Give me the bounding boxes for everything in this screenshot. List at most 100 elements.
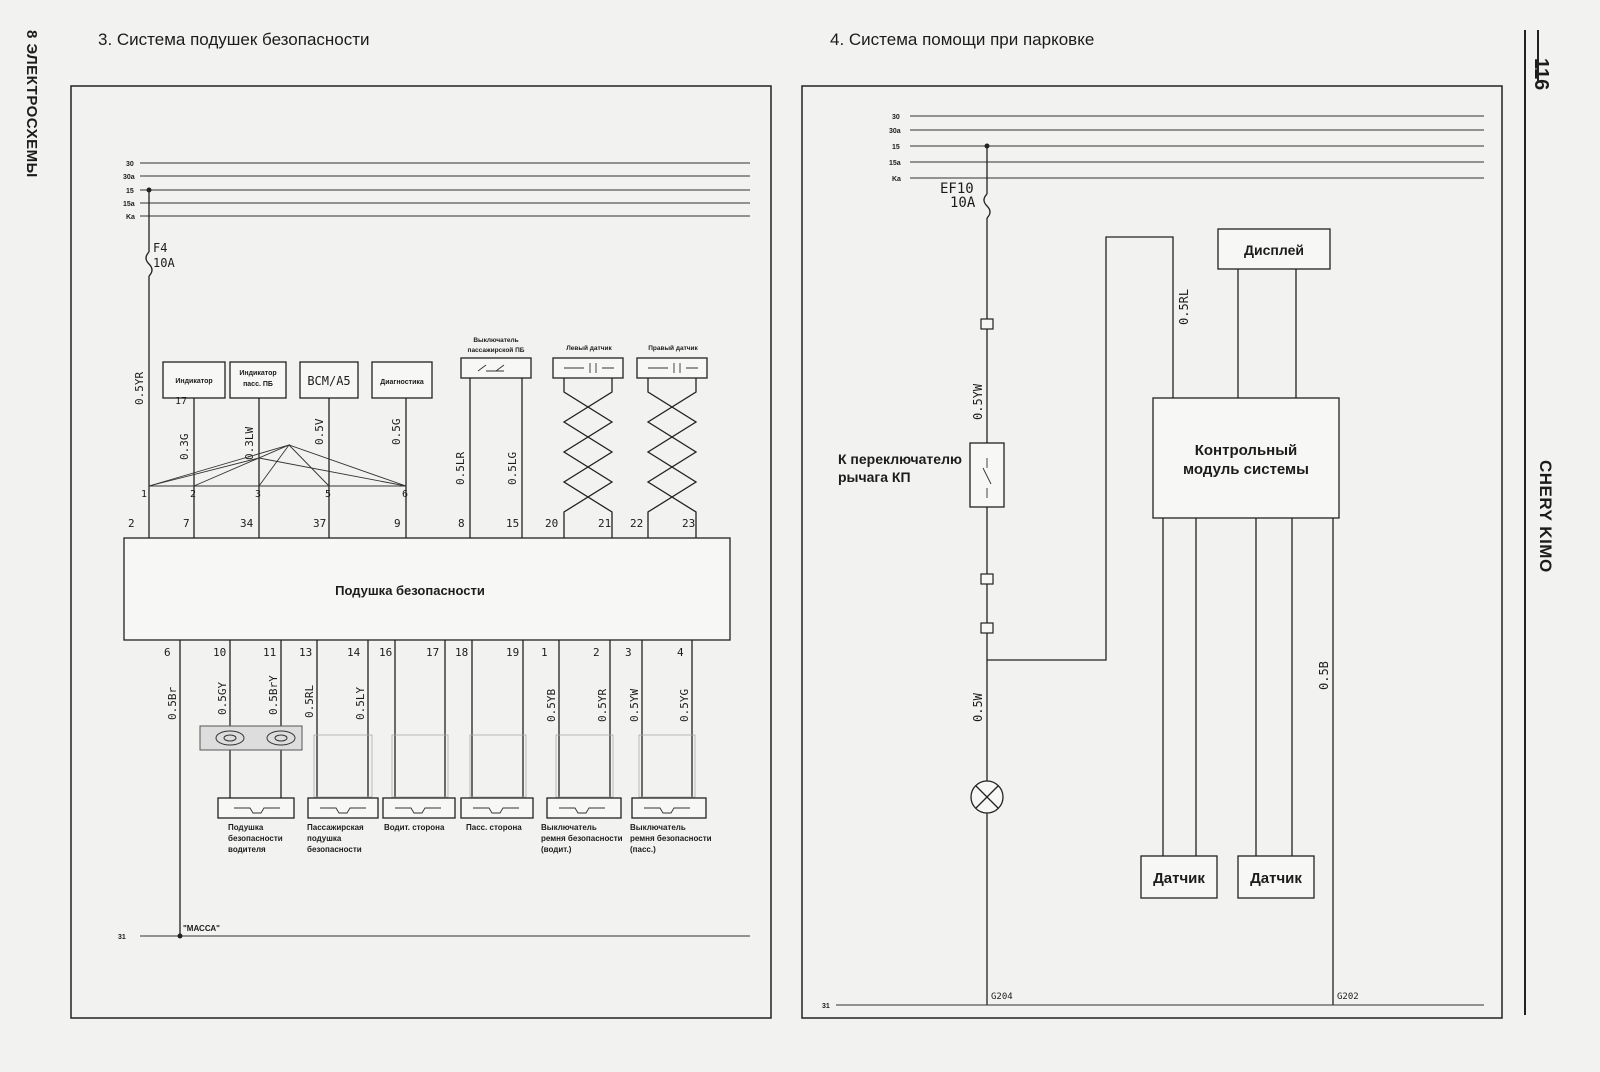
airbag-lower-wires: 0.5Br 0.5GY 0.5BrY 0.5RL 0.5LY 0.5YB 0.5…	[166, 640, 693, 936]
svg-text:пассажирской ПБ: пассажирской ПБ	[468, 346, 525, 354]
parking-ground-bus: 31 G204 G202	[822, 992, 1484, 1010]
svg-text:0.5YG: 0.5YG	[678, 689, 691, 722]
airbag-bus-label: 30	[126, 161, 134, 168]
svg-text:19: 19	[506, 646, 519, 659]
switch-label-line2: рычага КП	[838, 469, 911, 485]
right-sensor-box	[636, 357, 708, 379]
svg-text:20: 20	[545, 517, 558, 530]
clock-spring	[199, 725, 303, 751]
airbag-bus-label: Ka	[126, 214, 135, 221]
airbag-bus-label: 15a	[123, 201, 135, 208]
svg-text:0.5V: 0.5V	[313, 418, 326, 445]
feed-wire-label: 0.5YR	[133, 372, 146, 405]
svg-text:(водит.): (водит.)	[541, 845, 572, 854]
svg-text:G204: G204	[991, 992, 1013, 1002]
sensor-right-box	[1237, 855, 1315, 899]
svg-text:2: 2	[190, 489, 196, 500]
display-box	[1217, 228, 1331, 270]
wire-label-rl: 0.5RL	[1177, 289, 1191, 325]
airbag-fuse-f4: F4 10A	[145, 190, 175, 538]
parking-frame	[801, 85, 1503, 1019]
svg-text:0.5LR: 0.5LR	[454, 452, 467, 485]
bcm-box	[299, 361, 359, 399]
display-label: Дисплей	[1244, 242, 1304, 258]
svg-text:0.5RL: 0.5RL	[303, 685, 316, 718]
svg-text:9: 9	[394, 517, 401, 530]
svg-text:водителя: водителя	[228, 845, 266, 854]
svg-text:1: 1	[541, 646, 548, 659]
svg-text:4: 4	[677, 646, 684, 659]
svg-text:Пассажирская: Пассажирская	[307, 823, 364, 832]
svg-text:16: 16	[379, 646, 392, 659]
connector-icon	[980, 573, 994, 585]
svg-text:37: 37	[313, 517, 326, 530]
svg-text:3: 3	[255, 489, 261, 500]
parking-sensor-wires	[1162, 518, 1334, 1005]
fuse-rating: 10A	[153, 256, 175, 270]
wire-label-yw: 0.5YW	[971, 383, 985, 420]
svg-text:23: 23	[682, 517, 695, 530]
switch-label-line1: К переключателю	[838, 451, 962, 467]
svg-text:15a: 15a	[889, 160, 901, 167]
svg-text:31: 31	[118, 934, 126, 941]
pass-indicator-box	[229, 361, 287, 399]
svg-text:13: 13	[299, 646, 312, 659]
svg-text:1: 1	[141, 489, 147, 500]
svg-text:7: 7	[183, 517, 190, 530]
airbag-section-title: 3. Система подушек безопасности	[98, 30, 370, 49]
svg-text:17: 17	[426, 646, 439, 659]
airbag-upper-wires: 17 0.3G 0.3LW 0.5V 0.5G 0.5LR 0.5LG	[148, 378, 523, 538]
svg-text:0.5GY: 0.5GY	[216, 682, 229, 715]
svg-text:безопасности: безопасности	[307, 845, 362, 854]
svg-text:2: 2	[593, 646, 600, 659]
svg-text:0.5YR: 0.5YR	[596, 689, 609, 722]
connector-icon	[980, 318, 994, 330]
connector-icon	[980, 622, 994, 634]
svg-text:Выключатель: Выключатель	[473, 337, 518, 344]
airbag-unit-label: Подушка безопасности	[335, 583, 485, 598]
svg-text:15: 15	[506, 517, 519, 530]
parking-control-module	[1152, 397, 1340, 519]
svg-text:Пасс. сторона: Пасс. сторона	[466, 823, 522, 832]
airbag-ground-bus: 31 "МАССА"	[118, 924, 750, 941]
airbag-junction-pins: 1 2 3 5 6	[141, 489, 408, 500]
svg-text:пасс. ПБ: пасс. ПБ	[243, 381, 273, 388]
parking-section-title: 4. Система помощи при парковке	[830, 30, 1095, 49]
svg-text:0.3LW: 0.3LW	[243, 427, 256, 460]
airbag-bus-label: 15	[126, 188, 134, 195]
svg-text:0.5Br: 0.5Br	[166, 687, 179, 720]
svg-text:11: 11	[263, 646, 276, 659]
airbag-harness-segments	[313, 734, 696, 798]
svg-text:3: 3	[625, 646, 632, 659]
svg-text:G202: G202	[1337, 992, 1359, 1002]
svg-text:подушка: подушка	[307, 834, 342, 843]
diagnostics-label: Диагностика	[380, 379, 424, 386]
pass-switch-box	[460, 357, 532, 379]
svg-text:Выключатель: Выключатель	[541, 823, 597, 832]
airbag-power-buses: 30 30a 15 15a Ka	[123, 161, 750, 221]
svg-text:34: 34	[240, 517, 254, 530]
lamp-icon	[970, 780, 1004, 814]
left-sensor-box	[552, 357, 624, 379]
indicator-label: Индикатор	[175, 378, 212, 385]
svg-text:0.5BrY: 0.5BrY	[267, 675, 280, 715]
sensor-left-box	[1140, 855, 1218, 899]
control-module-label: Контрольный	[1195, 442, 1298, 459]
svg-text:2: 2	[128, 517, 135, 530]
control-module-label: модуль системы	[1183, 461, 1309, 478]
sensor-left-label: Датчик	[1153, 870, 1205, 887]
airbag-bottom-connectors	[217, 797, 707, 819]
airbag-control-unit	[123, 537, 731, 641]
svg-text:Водит. сторона: Водит. сторона	[384, 823, 445, 832]
svg-text:0.5LG: 0.5LG	[506, 452, 519, 485]
svg-text:21: 21	[598, 517, 611, 530]
svg-text:Правый датчик: Правый датчик	[648, 344, 698, 352]
svg-text:ремня безопасности: ремня безопасности	[541, 834, 623, 843]
svg-text:Подушка: Подушка	[228, 823, 264, 832]
airbag-bottom-labels: Подушка безопасности водителя Пассажирск…	[228, 823, 712, 854]
svg-text:безопасности: безопасности	[228, 834, 283, 843]
svg-text:15: 15	[892, 144, 900, 151]
parking-power-buses: 30 30a 15 15a Ka	[889, 114, 1484, 183]
svg-text:"МАССА": "МАССА"	[183, 924, 220, 933]
